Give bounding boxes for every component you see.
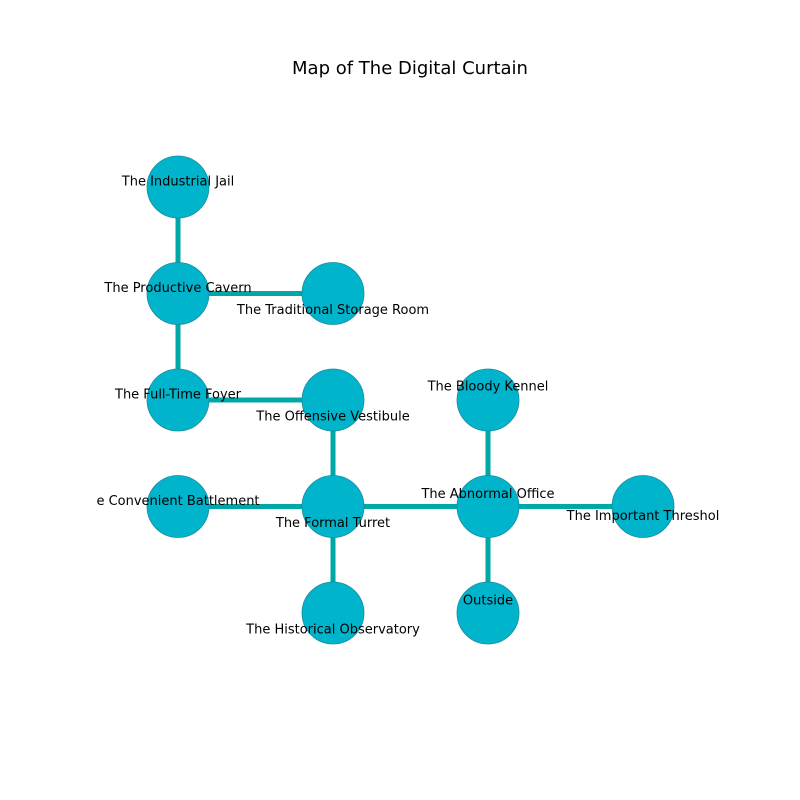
room-label-offensive-vestibule: The Offensive Vestibule — [255, 410, 409, 425]
room-node-formal-turret — [301, 475, 365, 538]
room-node-historical-observatory — [301, 581, 365, 645]
room-node-bloody-kennel — [456, 368, 520, 432]
room-node-convenient-battlement — [146, 475, 210, 538]
room-node-traditional-storage-room — [301, 262, 365, 325]
room-node-important-threshold — [611, 475, 675, 538]
room-label-traditional-storage-room: The Traditional Storage Room — [236, 303, 429, 318]
map-title: Map of The Digital Curtain — [292, 58, 528, 79]
room-label-productive-cavern: The Productive Cavern — [103, 281, 251, 296]
room-label-outside: Outside — [463, 594, 513, 609]
room-label-historical-observatory: The Historical Observatory — [245, 623, 420, 638]
room-node-full-time-foyer — [146, 368, 210, 432]
room-node-offensive-vestibule — [301, 368, 365, 432]
room-node-abnormal-office — [456, 475, 520, 538]
room-label-industrial-jail: The Industrial Jail — [121, 175, 234, 190]
corridor-layer — [175, 187, 643, 613]
room-label-important-threshold: The Important Threshol — [566, 509, 720, 524]
room-label-full-time-foyer: The Full-Time Foyer — [114, 388, 242, 403]
room-label-convenient-battlement: e Convenient Battlement — [96, 494, 259, 509]
room-label-bloody-kennel: The Bloody Kennel — [427, 380, 549, 395]
room-node-industrial-jail — [146, 155, 210, 219]
room-layer — [146, 155, 675, 645]
room-node-productive-cavern — [146, 262, 210, 325]
room-label-formal-turret: The Formal Turret — [275, 516, 390, 531]
room-label-abnormal-office: The Abnormal Office — [420, 487, 554, 502]
room-node-outside — [456, 581, 520, 645]
